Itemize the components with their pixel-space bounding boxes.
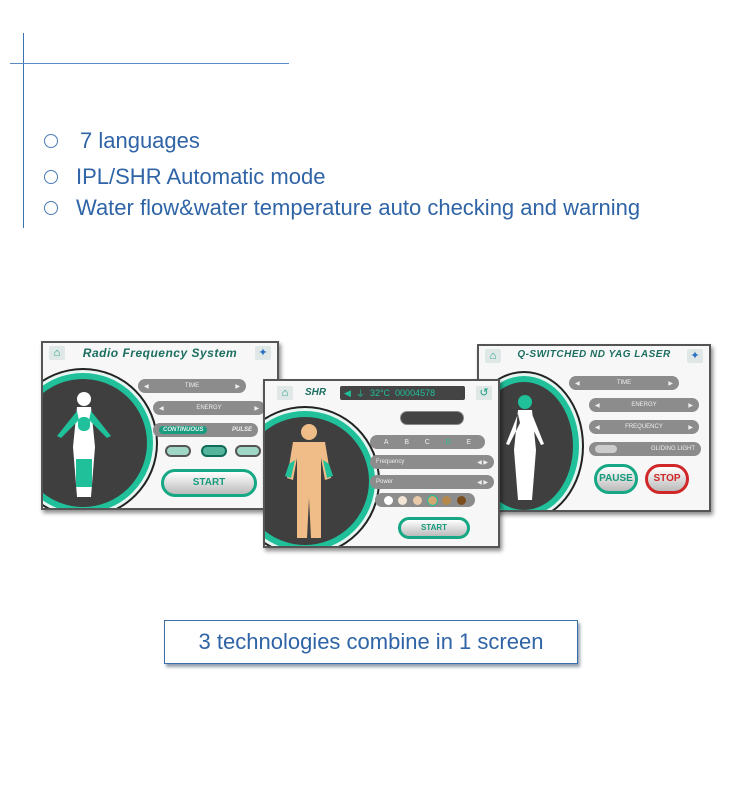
frequency-control[interactable]: Frequency◀ ▶ <box>370 455 494 469</box>
time-control[interactable]: ◀TIME▶ <box>569 376 679 390</box>
rf-screen: ⌂ Radio Frequency System ✦ ◀TIME▶ ◀ENERG… <box>41 341 279 510</box>
home-icon[interactable]: ⌂ <box>49 346 65 360</box>
male-body-icon <box>285 424 333 538</box>
aiming-light-toggle[interactable]: GLIDING LIGHT <box>589 442 701 456</box>
home-icon[interactable]: ⌂ <box>485 349 501 363</box>
start-button[interactable]: START <box>161 469 257 497</box>
water-icon: ⏚ <box>355 388 365 399</box>
energy-control[interactable]: ◀ENERGY▶ <box>589 398 699 412</box>
decor-vertical-line <box>23 33 24 228</box>
speaker-icon: ◀ <box>344 387 351 398</box>
time-control[interactable]: ◀TIME▶ <box>138 379 246 393</box>
feature-item: IPL/SHR Automatic mode <box>44 164 325 190</box>
continuous-option[interactable]: CONTINUOUS <box>159 426 208 434</box>
level-2-button[interactable] <box>201 445 227 457</box>
skin-type-selector[interactable] <box>375 493 475 507</box>
frequency-control[interactable]: ◀FREQUENCY▶ <box>589 420 699 434</box>
energy-control[interactable]: ◀ENERGY▶ <box>153 401 265 415</box>
female-body-icon <box>57 392 111 497</box>
body-circle <box>43 373 153 508</box>
pulse-option[interactable]: PULSE <box>231 427 252 433</box>
pause-button[interactable]: PAUSE <box>594 464 638 494</box>
female-body-icon <box>506 395 544 500</box>
circle-bullet-icon <box>44 201 58 215</box>
stop-button[interactable]: STOP <box>645 464 689 494</box>
status-bar: ◀ ⏚ 32°C 00004578 <box>340 386 465 400</box>
gender-toggle[interactable] <box>400 411 464 425</box>
feature-item: Water flow&water temperature auto checki… <box>44 195 640 221</box>
decor-horizontal-line <box>10 63 289 64</box>
temperature-readout: 32°C <box>369 388 391 398</box>
settings-icon[interactable]: ✦ <box>255 346 271 360</box>
start-button[interactable]: START <box>398 517 470 539</box>
caption-box: 3 technologies combine in 1 screen <box>164 620 578 664</box>
power-control[interactable]: Power◀ ▶ <box>370 475 494 489</box>
level-1-button[interactable] <box>165 445 191 457</box>
back-icon[interactable]: ↺ <box>476 386 492 400</box>
circle-bullet-icon <box>44 134 58 148</box>
shot-counter: 00004578 <box>395 388 436 398</box>
settings-icon[interactable]: ✦ <box>687 349 703 363</box>
home-icon[interactable]: ⌂ <box>277 386 293 400</box>
mode-selector[interactable]: CONTINUOUS PULSE <box>153 423 258 437</box>
body-circle <box>265 411 375 546</box>
level-3-button[interactable] <box>235 445 261 457</box>
circle-bullet-icon <box>44 170 58 184</box>
feature-item: 7 languages <box>44 128 200 154</box>
yag-screen: ⌂ Q-SWITCHED ND YAG LASER ✦ ◀TIME▶ ◀ENER… <box>477 344 711 512</box>
